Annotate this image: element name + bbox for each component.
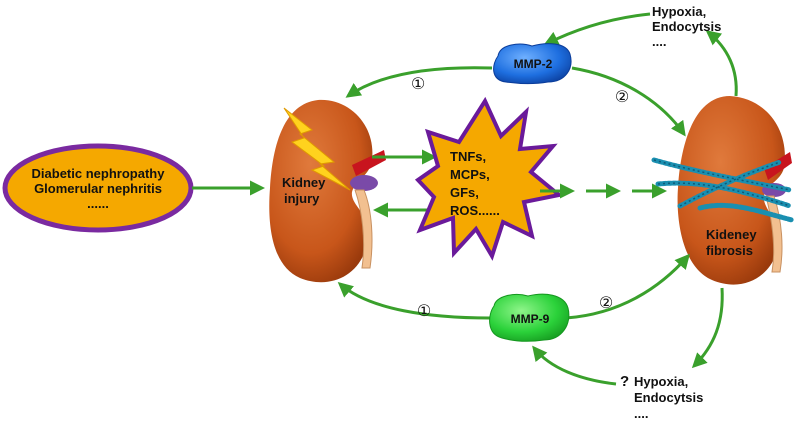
arrow-top-stimuli-to-mmp2: [543, 12, 651, 46]
arrow-mmp9-to-injury: [337, 282, 491, 320]
bottom-stimuli-line-1: Hypoxia,: [634, 374, 688, 389]
arrow-mmp9-to-fibrosis: [565, 253, 690, 320]
top-stimuli: Hypoxia, Endocytsis ....: [652, 4, 721, 49]
mmp2-path-1-marker: ①: [411, 74, 425, 93]
bottom-stimuli-line-3: ....: [634, 406, 648, 421]
kidney-injury-line-2: injury: [284, 191, 320, 206]
mmp9-enzyme: MMP-9: [489, 293, 570, 342]
top-stimuli-line-3: ....: [652, 34, 666, 49]
lightning-injury-icon: [283, 107, 351, 191]
mmp9-label: MMP-9: [511, 312, 550, 326]
fibrosis-renal-artery-icon: [764, 152, 792, 180]
top-stimuli-line-2: Endocytsis: [652, 19, 721, 34]
mmp2-label: MMP-2: [514, 57, 553, 71]
mediator-line-1: TNFs,: [450, 149, 486, 164]
bottom-stimuli-question: ?: [620, 373, 629, 390]
arrow-mmp2-to-injury: [345, 66, 493, 98]
mmp2-enzyme: MMP-2: [493, 43, 572, 84]
bottom-stimuli-line-2: Endocytsis: [634, 390, 703, 405]
arrow-fibrosis-to-bottom-stimuli: [691, 287, 724, 369]
arrow-bottom-stimuli-to-mmp9: [532, 345, 617, 386]
mmp2-path-2-marker: ②: [615, 87, 629, 106]
cause-ellipse: Diabetic nephropathy Glomerular nephriti…: [2, 143, 194, 233]
cause-line-2: Glomerular nephritis: [34, 181, 162, 196]
mediator-line-3: GFs,: [450, 185, 479, 200]
mmp9-path-2-marker: ②: [599, 293, 613, 312]
mediator-line-2: MCPs,: [450, 167, 490, 182]
kidney-injury-organ: Kidney injury: [269, 99, 386, 283]
kidney-fibrosis-line-2: fibrosis: [706, 243, 753, 258]
kidney-fibrosis-line-1: Kideney: [706, 227, 757, 242]
arrow-fibrosis-to-top-stimuli: [705, 30, 738, 97]
top-stimuli-line-1: Hypoxia,: [652, 4, 706, 19]
cause-line-3: ......: [87, 196, 109, 211]
cause-line-1: Diabetic nephropathy: [32, 166, 166, 181]
bottom-stimuli: ? Hypoxia, Endocytsis ....: [620, 373, 703, 421]
mediators-starburst: TNFs, MCPs, GFs, ROS......: [414, 96, 564, 261]
mmp9-path-1-marker: ①: [417, 301, 431, 320]
renal-vein-icon: [350, 175, 378, 191]
mediator-line-4: ROS......: [450, 203, 500, 218]
kidney-injury-line-1: Kidney: [282, 175, 326, 190]
arrow-mmp2-to-fibrosis: [571, 66, 686, 137]
ureter-icon: [354, 189, 373, 269]
kidney-fibrosis-organ: Kideney fibrosis: [651, 96, 794, 285]
